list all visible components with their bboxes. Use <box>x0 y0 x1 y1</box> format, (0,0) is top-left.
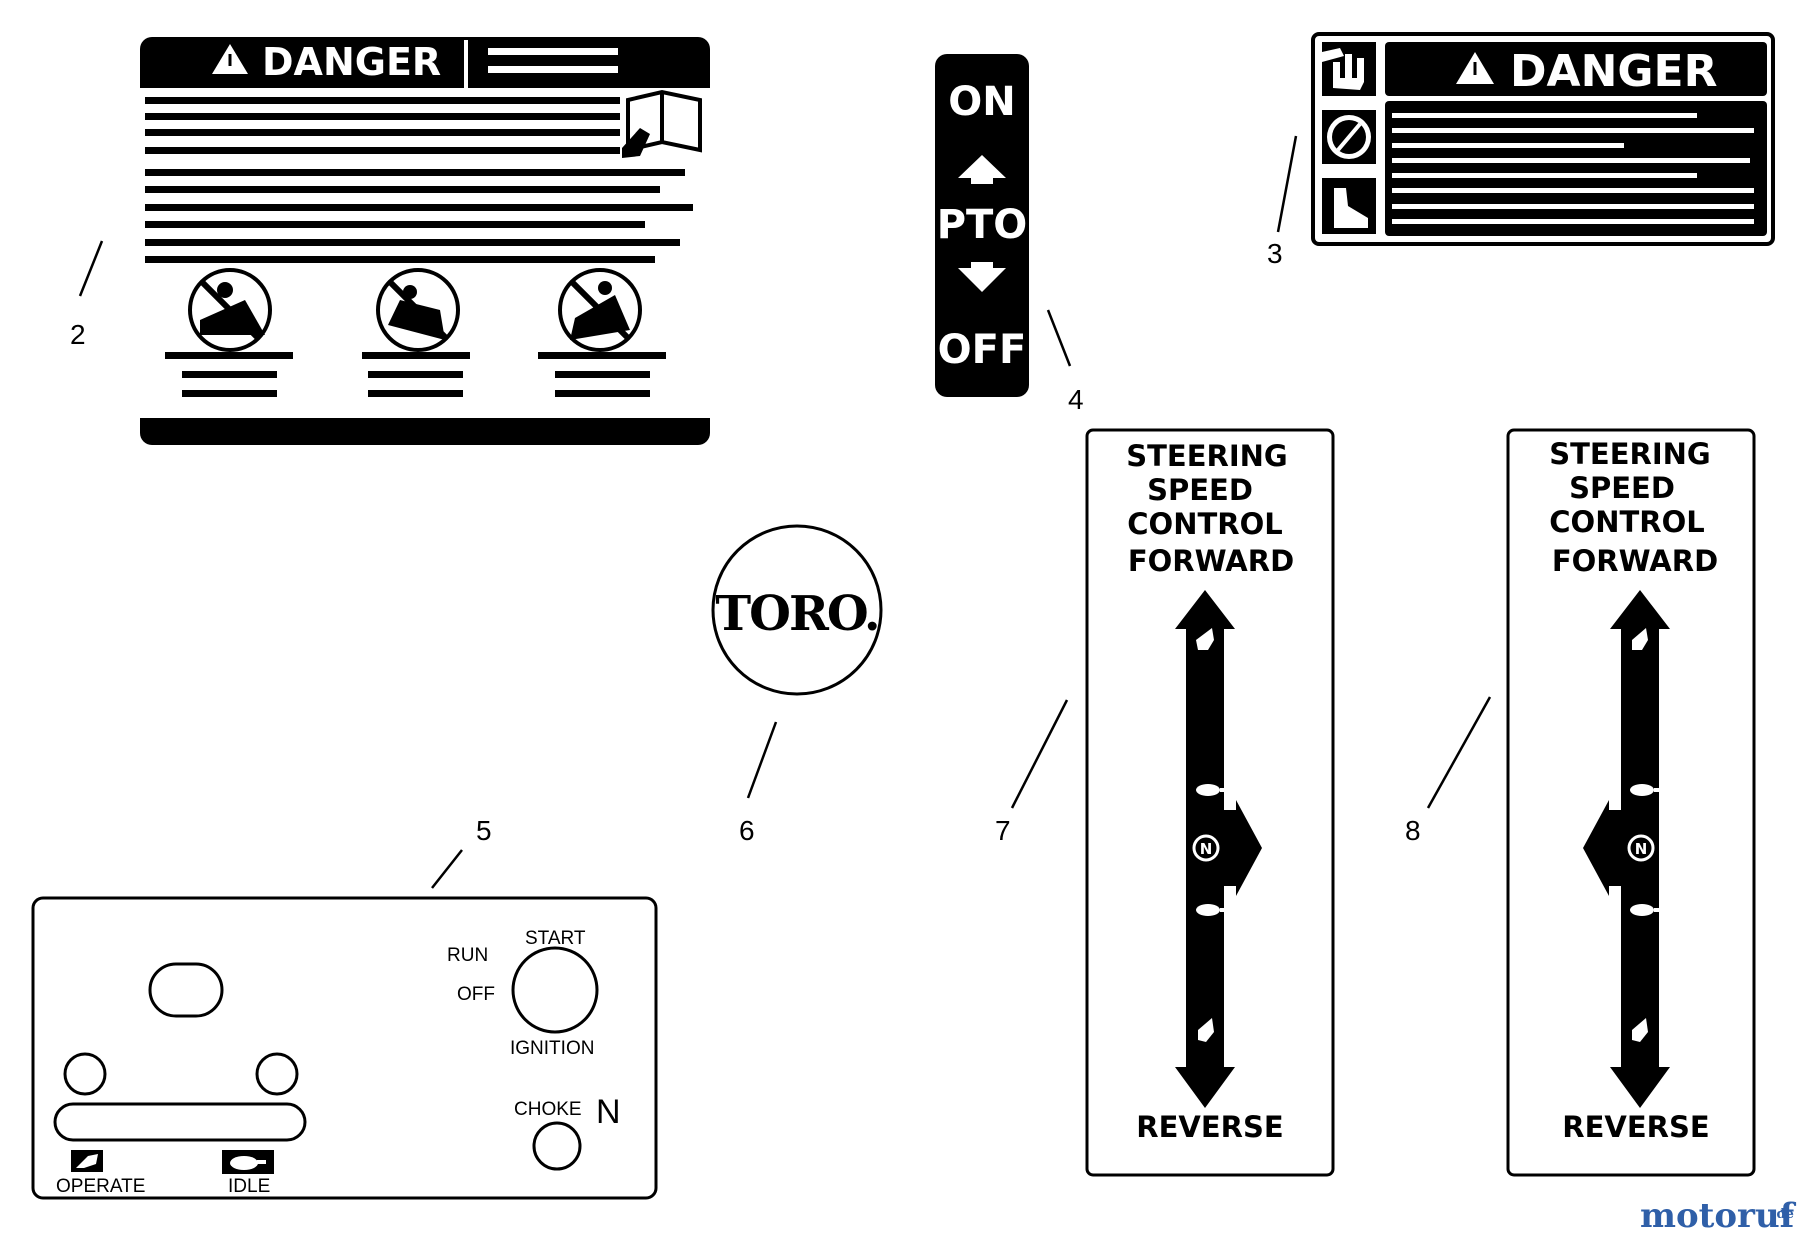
callout-2: 2 <box>70 319 86 350</box>
choke-n-label: N <box>596 1093 621 1131</box>
decal-4-pto-label: ON PTO OFF <box>935 54 1029 397</box>
foot-hazard-icon <box>1322 178 1376 234</box>
choke-hole <box>532 1121 582 1171</box>
right-turn-arrow <box>1224 800 1262 896</box>
left-turn-arrow <box>1583 800 1621 896</box>
leader-line-8 <box>1426 696 1492 809</box>
decal-8-forward: FORWARD <box>1552 544 1718 578</box>
up-arrow-icon <box>958 155 1006 184</box>
leader-line-4 <box>1046 309 1072 367</box>
decal-5-control-panel: OPERATE IDLE START RUN OFF IGNITION CHOK… <box>31 896 658 1200</box>
decal-8-line2: SPEED <box>1569 471 1675 505</box>
decal-7-forward: FORWARD <box>1128 544 1294 578</box>
leader-line-7 <box>1010 699 1069 809</box>
rabbit-fast-icon <box>1198 1018 1214 1042</box>
decal-2-text-lines <box>145 97 693 263</box>
rabbit-fast-icon <box>1632 628 1648 650</box>
decal-2-danger-label: DANGER <box>140 37 710 445</box>
turtle-slow-icon <box>222 1150 274 1174</box>
warning-triangle-icon <box>212 44 248 74</box>
decal-8-line3: CONTROL <box>1549 505 1704 539</box>
watermark: motoruf .de <box>1640 1196 1797 1236</box>
decal-7-steering-label: STEERING SPEED CONTROL FORWARD N REVERSE <box>1085 428 1335 1177</box>
run-label: RUN <box>447 945 488 966</box>
rotating-blade-icon <box>1322 110 1376 164</box>
callout-6: 6 <box>739 815 755 846</box>
hand-hazard-icon <box>1322 42 1376 96</box>
callout-8: 8 <box>1405 815 1421 846</box>
leader-line-3 <box>1276 135 1298 233</box>
leader-line-5 <box>431 849 463 889</box>
leader-line-2 <box>78 240 104 297</box>
neutral-icon: N <box>1627 834 1655 862</box>
decal-8-steering-label: STEERING SPEED CONTROL FORWARD N REVERSE <box>1506 428 1756 1177</box>
speed-arrow-bar <box>1583 590 1670 1108</box>
decal-7-line1: STEERING <box>1126 439 1287 473</box>
watermark-text: motoruf <box>1640 1196 1797 1236</box>
choke-label: CHOKE <box>514 1099 582 1120</box>
ignition-label: IGNITION <box>510 1038 594 1059</box>
no-slope-mower-icon <box>376 268 460 352</box>
warning-triangle-icon <box>1456 52 1494 84</box>
turtle-slow-icon <box>1196 784 1228 796</box>
callout-3: 3 <box>1267 238 1283 269</box>
turtle-slow-icon <box>1196 904 1228 916</box>
decal-6-toro-logo: TORO. <box>711 524 883 696</box>
toro-brand-text: TORO. <box>715 586 878 642</box>
decal-8-reverse: REVERSE <box>1562 1110 1709 1144</box>
operate-label: OPERATE <box>56 1176 145 1197</box>
pto-on-text: ON <box>948 79 1015 125</box>
mount-hole-left <box>63 1052 107 1096</box>
rabbit-fast-icon <box>1632 1018 1648 1042</box>
no-slope-mower-icon <box>558 268 642 352</box>
turtle-slow-icon <box>1630 904 1662 916</box>
rabbit-fast-icon <box>1196 628 1214 650</box>
off-label: OFF <box>457 984 495 1005</box>
svg-text:N: N <box>1635 840 1648 858</box>
callout-7: 7 <box>995 815 1011 846</box>
leader-line-6 <box>746 721 778 799</box>
decal-2-pictogram-captions <box>165 352 666 397</box>
down-arrow-icon <box>958 262 1006 292</box>
decal-7-line3: CONTROL <box>1127 507 1282 541</box>
rabbit-fast-icon <box>71 1150 103 1172</box>
idle-label: IDLE <box>228 1176 270 1197</box>
speed-arrow-bar <box>1175 590 1262 1108</box>
neutral-icon: N <box>1192 834 1220 862</box>
no-slope-mower-icon <box>188 268 272 352</box>
callout-5: 5 <box>476 815 492 846</box>
decal-3-text-lines <box>1392 113 1754 224</box>
turtle-slow-icon <box>1630 784 1662 796</box>
throttle-lever-slot <box>53 1102 307 1142</box>
decal-8-line1: STEERING <box>1549 437 1710 471</box>
watermark-suffix: .de <box>1772 1207 1794 1222</box>
decal-7-line2: SPEED <box>1147 473 1253 507</box>
decal-7-reverse: REVERSE <box>1136 1110 1283 1144</box>
svg-text:N: N <box>1200 840 1213 858</box>
ignition-key-hole <box>511 946 599 1034</box>
decal-2-danger-text: DANGER <box>262 40 441 84</box>
throttle-slot-hole <box>148 962 224 1018</box>
pto-off-text: OFF <box>938 327 1027 373</box>
operator-manual-icon <box>622 89 702 158</box>
callout-4: 4 <box>1068 384 1084 415</box>
decal-3-danger-label: DANGER <box>1311 32 1775 246</box>
start-label: START <box>525 928 586 949</box>
mount-hole-right <box>255 1052 299 1096</box>
decal-3-danger-text: DANGER <box>1510 46 1717 97</box>
pto-label-text: PTO <box>937 202 1028 248</box>
